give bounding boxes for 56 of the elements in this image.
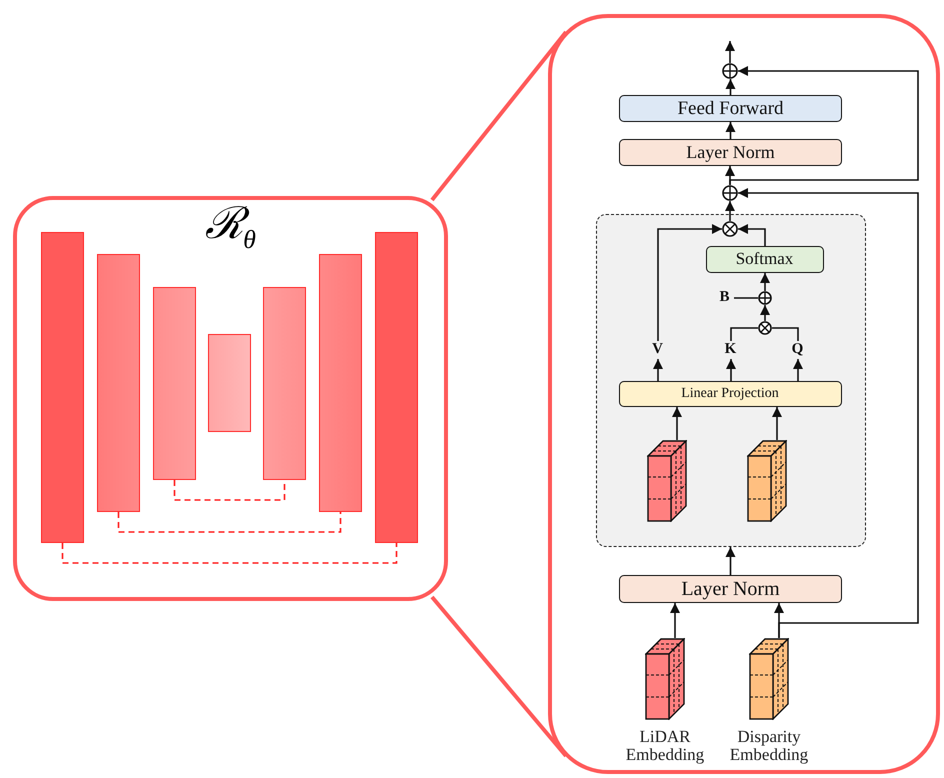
add-symbol [758, 290, 772, 304]
arrow [793, 359, 803, 381]
arrow [738, 224, 766, 246]
arrow [672, 407, 682, 440]
arrow [772, 407, 782, 440]
layer-bar [208, 334, 251, 432]
connector-line [430, 30, 568, 202]
node-label: LiDAR Embedding [624, 728, 706, 764]
connector-line [174, 480, 286, 501]
tensor-icon [749, 638, 789, 720]
arrow [653, 359, 663, 381]
attention-block [596, 214, 866, 547]
tensor-icon [746, 440, 786, 522]
arrow [726, 79, 736, 95]
add-symbol [722, 185, 738, 201]
multiply-symbol [758, 320, 772, 334]
matrix-label: B [716, 288, 734, 306]
connector-line [118, 512, 342, 533]
arrow [726, 122, 736, 139]
connector-line [730, 327, 758, 341]
arrow [657, 224, 722, 341]
process-box: Layer Norm [619, 575, 842, 603]
model-panel [13, 196, 448, 601]
connector-line [430, 596, 568, 758]
arrow [726, 359, 736, 381]
layer-bar [263, 287, 306, 480]
connector-line [734, 297, 758, 299]
layer-bar [375, 232, 418, 543]
arrow [760, 273, 770, 291]
add-symbol [722, 63, 738, 79]
process-box: Softmax [706, 246, 824, 272]
connector-line [62, 543, 398, 564]
arrow [774, 603, 784, 638]
arrow [725, 41, 735, 63]
arrow [729, 66, 919, 186]
arrow [760, 305, 770, 321]
connector-line [772, 327, 799, 341]
layer-bar [41, 232, 84, 543]
process-box: Layer Norm [619, 139, 842, 166]
process-box: Linear Projection [618, 380, 842, 406]
layer-bar [97, 254, 140, 512]
matrix-label: K [722, 340, 738, 358]
tensor-icon [646, 440, 686, 522]
matrix-label: V [650, 340, 666, 358]
arrow [670, 603, 680, 638]
node-label: Disparity Embedding [728, 728, 810, 764]
process-box: Feed Forward [619, 95, 842, 122]
detail-panel [548, 14, 940, 774]
model-title: ℛ$_{θ}$ [204, 198, 257, 255]
tensor-icon [645, 638, 685, 720]
layer-bar [319, 254, 362, 512]
multiply-symbol [722, 220, 738, 236]
matrix-label: Q [790, 340, 806, 358]
arrow [725, 201, 735, 221]
layer-bar [153, 287, 196, 480]
arrow [726, 547, 736, 575]
